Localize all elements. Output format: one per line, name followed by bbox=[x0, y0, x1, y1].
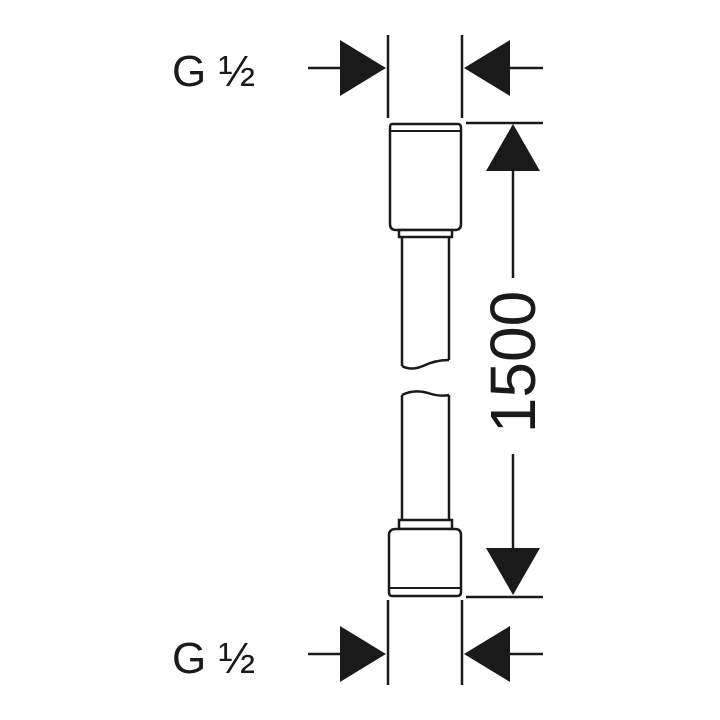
bottom-left-arrowhead bbox=[340, 626, 386, 682]
top-right-arrowhead bbox=[464, 40, 510, 96]
length-dimension: 1500 bbox=[466, 121, 549, 599]
bottom-thread-dimension: G ½ bbox=[172, 600, 543, 685]
bottom-thread-label: G ½ bbox=[172, 634, 255, 683]
length-top-arrowhead bbox=[486, 124, 540, 171]
top-thread-dimension: G ½ bbox=[172, 35, 543, 118]
lower-fitting bbox=[387, 527, 463, 598]
lower-ferrule bbox=[397, 518, 454, 531]
upper-fitting bbox=[388, 122, 463, 232]
bottom-right-arrowhead bbox=[464, 626, 510, 682]
top-left-arrowhead bbox=[340, 40, 386, 96]
lower-hose-segment bbox=[400, 390, 451, 520]
length-label: 1500 bbox=[477, 291, 549, 433]
length-bottom-arrowhead bbox=[486, 548, 540, 595]
upper-ferrule bbox=[397, 228, 454, 239]
top-thread-label: G ½ bbox=[172, 47, 255, 96]
shower-hose bbox=[387, 122, 463, 598]
upper-hose-segment bbox=[400, 237, 451, 370]
